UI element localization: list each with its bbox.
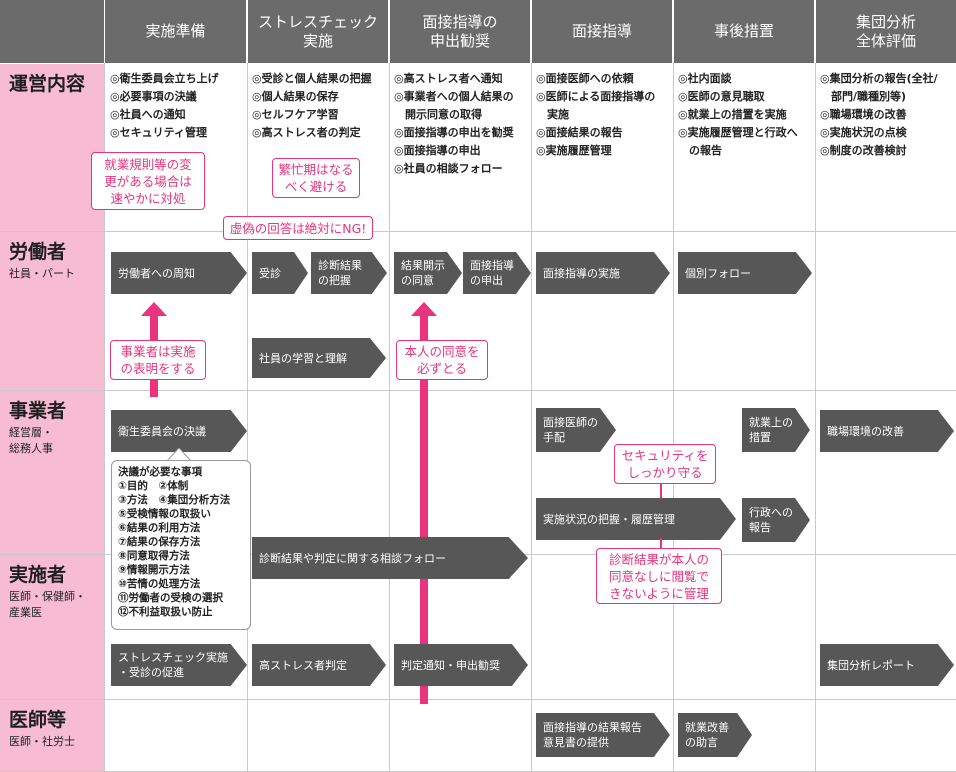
row-title-employer: 事業者 [9, 400, 67, 422]
arrow-consult-follow: 診断結果や判定に関する相談フォロー [252, 537, 528, 579]
grid-line [0, 699, 956, 700]
arrow-consent-disclose: 結果開示 の同意 [394, 252, 462, 294]
row-label-ops: 運営内容 [0, 64, 104, 231]
arrow-judgment-notice: 判定通知・申出勧奨 [394, 644, 528, 686]
arrow-group-report: 集団分析レポート [820, 644, 954, 686]
arrow-workplace-improve: 職場環境の改善 [820, 410, 954, 452]
ops-text-aftercare: ◎社内面談 ◎医師の意見聴取 ◎就業上の措置を実施 ◎実施履歴管理と行政へ の報… [678, 72, 798, 157]
arrow-work-measures: 就業上の 措置 [742, 408, 810, 452]
grid-line [815, 63, 816, 772]
callout-employer-intention: 事業者は実施 の表明をする [110, 340, 206, 380]
arrow-learning: 社員の学習と理解 [252, 338, 386, 378]
arrow-report-admin: 行政への 報告 [742, 498, 810, 542]
header-col-group-analysis: 集団分析 全体評価 [816, 0, 956, 63]
header-col-recommendation: 面接指導の 申出勧奨 [390, 0, 530, 63]
ops-text-recommendation: ◎高ストレス者へ通知 ◎事業者への個人結果の 開示同意の取得 ◎面接指導の申出を… [394, 72, 514, 175]
header-col-interview: 面接指導 [532, 0, 672, 63]
arrow-individual-follow: 個別フォロー [678, 252, 812, 294]
arrow-interview-report: 面接指導の結果報告 意見書の提供 [536, 713, 670, 757]
arrow-arrange-doctor: 面接医師の 手配 [536, 408, 616, 452]
row-label-employer: 事業者 経営層・ 総務人事 [0, 391, 104, 554]
row-sub-worker: 社員・パート [9, 267, 75, 280]
grid-line [104, 63, 105, 772]
row-title-worker: 労働者 [9, 241, 67, 263]
callout-security: セキュリティを しっかり守る [614, 444, 716, 484]
ops-text-preparation: ◎衛生委員会立ち上げ ◎必要事項の決議 ◎社員への通知 ◎セキュリティ管理 [110, 72, 219, 139]
row-sub-doctor: 医師・社労士 [9, 735, 75, 748]
row-label-worker: 労働者 社員・パート [0, 232, 104, 390]
grid-line [247, 63, 248, 772]
ops-text-interview: ◎面接医師への依頼 ◎医師による面接指導の 実施 ◎面接結果の報告 ◎実施履歴管… [536, 72, 656, 157]
arrow-notify-workers: 労働者への周知 [111, 252, 247, 294]
up-arrow-head-center [411, 302, 437, 316]
up-arrow-head-left [141, 302, 167, 316]
ops-text-implementation: ◎受診と個人結果の把握 ◎個人結果の保存 ◎セルフケア学習 ◎高ストレス者の判定 [252, 72, 372, 139]
connector-security [660, 482, 662, 500]
grid-line [673, 63, 674, 772]
callout-no-false-answers: 虚偽の回答は絶対にNG! [223, 216, 373, 240]
arrow-implement-promote: ストレスチェック実施 ・受診の促進 [111, 644, 247, 686]
header-col-preparation: 実施準備 [105, 0, 246, 63]
callout-view-management: 診断結果が本人の 同意なしに閲覧で きないように管理 [596, 548, 722, 604]
row-title-ops: 運営内容 [9, 73, 86, 95]
arrow-committee-resolution: 衛生委員会の決議 [111, 410, 247, 452]
grid-line [389, 63, 390, 772]
row-sub-employer: 経営層・ 総務人事 [9, 426, 53, 455]
header-col-aftercare: 事後措置 [674, 0, 814, 63]
connector-view-mgmt [660, 538, 662, 550]
callout-busy-period: 繁忙期はなる べく避ける [272, 158, 360, 198]
arrow-work-advice: 就業改善 の助言 [678, 713, 752, 757]
grid-line [531, 63, 532, 772]
arrow-exam: 受診 [252, 252, 308, 294]
header-corner [0, 0, 104, 63]
row-label-implementer: 実施者 医師・保健師・ 産業医 [0, 555, 104, 699]
arrow-status-management: 実施状況の把握・履歴管理 [536, 498, 736, 540]
up-arrow-shaft-center [420, 315, 428, 704]
resolution-items-note: 決議が必要な事項 ①目的 ②体制 ③方法 ④集団分析方法 ⑤受検情報の取扱い ⑥… [111, 460, 251, 630]
grid-line [0, 231, 956, 232]
callout-rules-change: 就業規則等の変 更がある場合は 速やかに対処 [91, 152, 205, 210]
arrow-high-stress-judgment: 高ストレス者判定 [252, 644, 386, 686]
arrow-apply-interview: 面接指導 の申出 [463, 252, 531, 294]
header-col-implementation: ストレスチェック 実施 [248, 0, 388, 63]
note-pointer [166, 448, 192, 462]
row-sub-implementer: 医師・保健師・ 産業医 [9, 590, 86, 619]
arrow-conduct-interview: 面接指導の実施 [536, 252, 670, 294]
arrow-grasp-results: 診断結果 の把握 [311, 252, 387, 294]
row-title-doctor: 医師等 [9, 709, 67, 731]
row-label-doctor: 医師等 医師・社労士 [0, 700, 104, 772]
grid-line [0, 390, 956, 391]
row-title-implementer: 実施者 [9, 564, 67, 586]
ops-text-group-analysis: ◎集団分析の報告(全社/ 部門/職種別等) ◎職場環境の改善 ◎実施状況の点検 … [820, 72, 938, 157]
callout-consent-required: 本人の同意を 必ずとる [396, 340, 488, 380]
